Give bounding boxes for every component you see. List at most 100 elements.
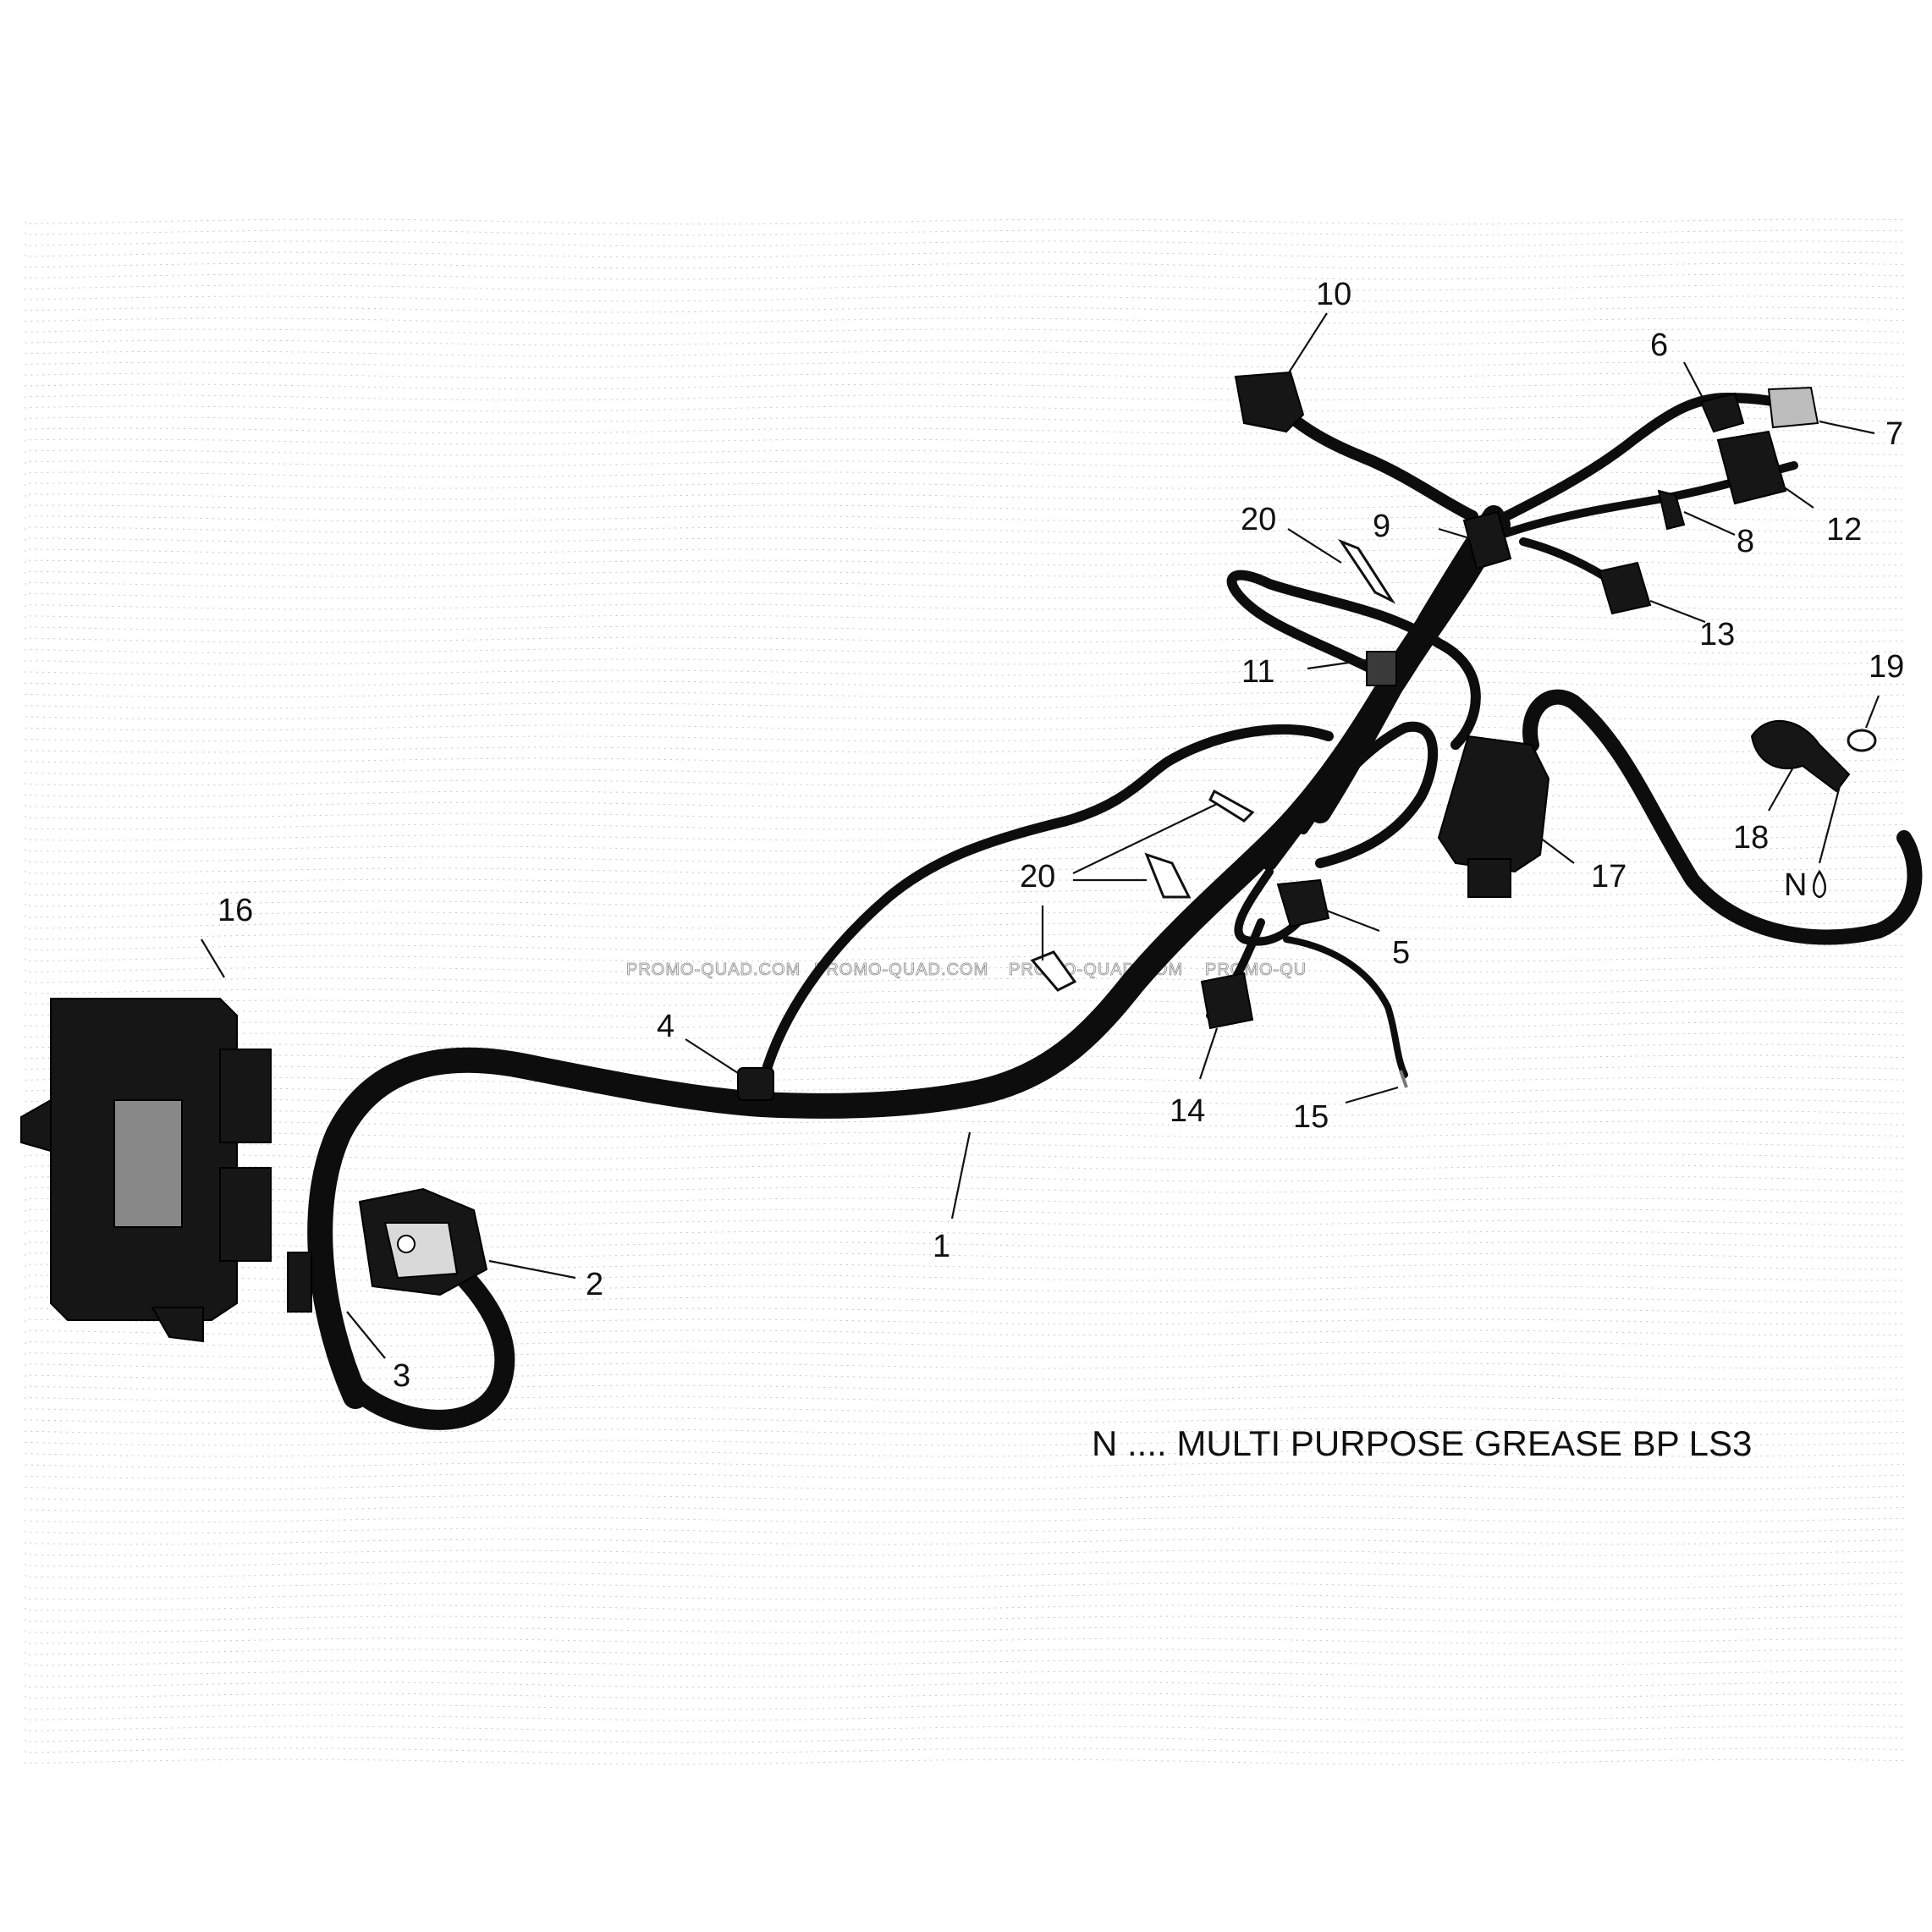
watermark-text: PROMO-QU (1205, 960, 1307, 979)
hatch-line (25, 460, 1905, 467)
hatch-line (25, 383, 1905, 390)
hatch-line (25, 548, 1905, 555)
watermark-text: PROMO-QUAD.COM (814, 960, 988, 979)
hatch-line (25, 1660, 1905, 1666)
hatch-line (25, 1362, 1905, 1369)
hatch-line (25, 1307, 1905, 1314)
hatch-line (25, 361, 1905, 368)
hatch-line (25, 669, 1905, 676)
cable-clips-20 (1030, 538, 1396, 992)
grease-note: N .... MULTI PURPOSE GREASE BP LS3 (1092, 1423, 1752, 1463)
hatch-line (25, 218, 1905, 225)
hatch-line (25, 1593, 1905, 1600)
hatch-line (25, 1175, 1905, 1182)
hatch-line (25, 1395, 1905, 1402)
leader-line (1864, 695, 1880, 729)
hatch-line (25, 691, 1905, 698)
grease-drop-icon (1813, 869, 1826, 899)
hatch-line (25, 438, 1905, 445)
hatch-line (25, 867, 1905, 874)
hatch-line (25, 647, 1905, 654)
hatch-line (25, 1318, 1905, 1325)
hatch-line (25, 581, 1905, 588)
hatch-line (25, 1417, 1905, 1424)
ignition-coil-17 (1437, 735, 1550, 898)
hatch-line (25, 1638, 1905, 1644)
hatch-line (25, 702, 1905, 709)
clip-3 (287, 1252, 312, 1313)
watermark-text: PROMO-QUAD.COM (626, 960, 801, 979)
clamp-19 (1847, 729, 1877, 752)
connector-11 (1366, 651, 1397, 686)
hatch-line (25, 1538, 1905, 1545)
leader-line (488, 1259, 576, 1280)
callout-11: 11 (1241, 654, 1274, 690)
hatch-line (25, 1494, 1905, 1501)
callout-17: 17 (1591, 859, 1627, 894)
connector-13 (1598, 561, 1652, 615)
hatch-line (25, 482, 1905, 489)
leader-line (1539, 837, 1575, 864)
hatch-line (25, 1340, 1905, 1347)
ignition-coil-connector (1467, 858, 1511, 898)
leader-line (1649, 599, 1706, 624)
grease-symbol-letter: N (1784, 867, 1807, 903)
hatch-line (25, 1483, 1905, 1490)
leader-lines (201, 312, 1880, 1359)
hatch-line (25, 1715, 1905, 1721)
hatch-line (25, 229, 1905, 236)
hatch-line (25, 966, 1905, 973)
cable-clip-20 (1030, 950, 1077, 992)
hatch-line (25, 1131, 1905, 1138)
callout-12: 12 (1826, 512, 1862, 548)
ecu-label-plate (113, 1099, 183, 1228)
hatch-line (25, 680, 1905, 687)
watermark-group: PROMO-QUAD.COM PROMO-QUAD.COM PROMO-QUAD… (626, 960, 1307, 980)
leader-line (1818, 782, 1842, 864)
leader-line (1776, 482, 1814, 509)
callout-14: 14 (1170, 1093, 1205, 1129)
branch-wire-15 (1283, 936, 1408, 1078)
wire-end-15 (1399, 1070, 1408, 1088)
cable-clip-20 (1338, 538, 1396, 604)
spark-plug-cap-18 (1750, 720, 1851, 793)
callout-2: 2 (586, 1267, 603, 1302)
connector-4 (737, 1067, 774, 1101)
connector-2-hole (397, 1235, 416, 1253)
hatch-line (25, 955, 1905, 962)
leader-line (1285, 312, 1328, 377)
hatch-line (25, 1032, 1905, 1039)
connector-10 (1234, 371, 1305, 433)
connector-2-clip (383, 1222, 459, 1280)
callout-18: 18 (1733, 820, 1769, 856)
callout-8: 8 (1737, 524, 1754, 559)
main-harness (307, 392, 1923, 1430)
hatch-line (25, 1704, 1905, 1710)
hatch-line (25, 306, 1905, 313)
leader-line (685, 1038, 739, 1074)
hatch-line (25, 592, 1905, 599)
leader-line (1287, 528, 1342, 564)
hatch-line (25, 251, 1905, 258)
hatch-line (25, 1230, 1905, 1237)
hatch-line (25, 834, 1905, 841)
connector-5 (1276, 878, 1330, 928)
hatch-line (25, 262, 1905, 269)
callout-20-lower: 20 (1020, 859, 1055, 894)
hatch-line (25, 1560, 1905, 1567)
hatch-line (25, 1737, 1905, 1743)
ecu-mount-tab (20, 1098, 52, 1153)
leader-line (1768, 765, 1795, 812)
hatch-line (25, 900, 1905, 907)
hatch-line (25, 1406, 1905, 1413)
hatch-line (25, 1549, 1905, 1556)
branch-wire-6 (1484, 393, 1799, 530)
hatch-line (25, 1109, 1905, 1116)
hatch-line (25, 1527, 1905, 1534)
harness-parallel-branch (1262, 534, 1497, 871)
hatch-line (25, 416, 1905, 423)
hatch-line (25, 735, 1905, 742)
hatch-line (25, 603, 1905, 610)
hatch-line (25, 1351, 1905, 1358)
